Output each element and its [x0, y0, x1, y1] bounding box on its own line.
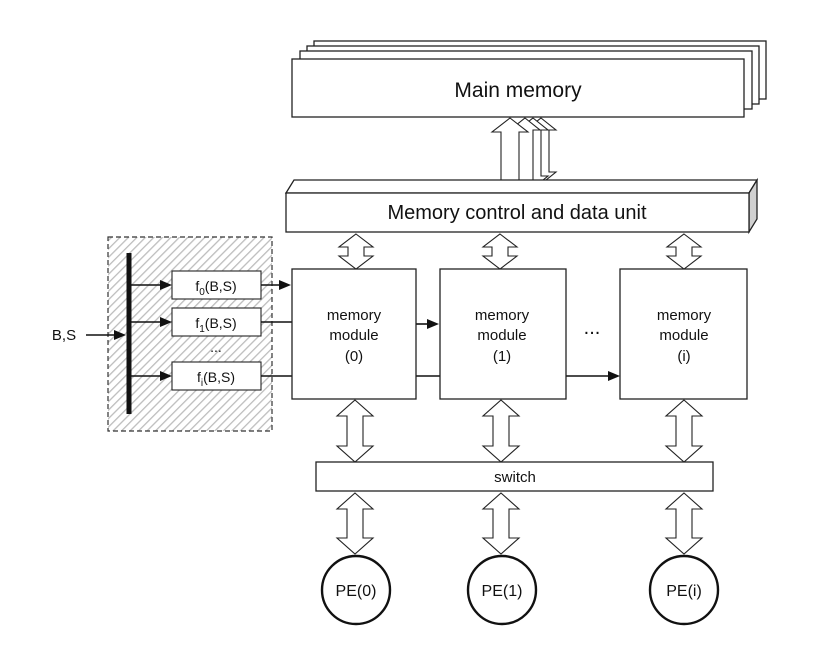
control-unit-top-face — [284, 179, 759, 194]
memory-module-i-line2: module — [659, 327, 708, 344]
function-label-i: fi(B,S) — [197, 369, 235, 389]
branch-arrowhead — [160, 371, 172, 381]
module-switch-arrows — [335, 399, 704, 463]
memory-modules: memory module (0) memory module (1) ... … — [291, 268, 748, 400]
switch-pe-arrows — [335, 492, 704, 555]
module-switch-arrow-0 — [335, 399, 375, 463]
switch-pe-arrow-0 — [335, 492, 375, 555]
main-memory-stack: Main memory — [291, 40, 767, 118]
memory-module-i — [619, 268, 748, 400]
input-label: B,S — [52, 327, 76, 344]
module-switch-arrow-i — [664, 399, 704, 463]
function-ellipsis: ... — [210, 339, 222, 355]
pe-1 — [466, 554, 538, 626]
pe-1-label: PE(1) — [482, 583, 523, 600]
memory-module-1-line3: (1) — [493, 348, 511, 365]
memory-module-0 — [291, 268, 417, 400]
branch-arrowhead — [160, 280, 172, 290]
switch-box — [315, 461, 714, 492]
module-ellipsis: ... — [584, 317, 601, 339]
f0-output-arrowhead — [279, 280, 291, 290]
control-module-arrows — [337, 233, 703, 270]
branch-arrowhead — [160, 317, 172, 327]
pe-0 — [320, 554, 392, 626]
function-label-0: f0(B,S) — [195, 278, 236, 298]
memory-module-1-line2: module — [477, 327, 526, 344]
memory-module-1 — [439, 268, 567, 400]
memory-module-0-line3: (0) — [345, 348, 363, 365]
main-memory-label: Main memory — [454, 79, 582, 102]
main-memory-box — [291, 58, 745, 118]
memory-module-0-line1: memory — [327, 307, 382, 324]
switch-pe-arrow-1 — [481, 492, 521, 555]
switch-label: switch — [494, 469, 536, 486]
switch: switch — [315, 461, 714, 492]
function-generator-region: B,S f0(B,S) f1(B,S) ... fi(B,S) — [52, 236, 273, 432]
memory-module-0-line2: module — [329, 327, 378, 344]
module-switch-arrow-1 — [481, 399, 521, 463]
control-module-arrow-i — [665, 233, 703, 270]
switch-pe-arrow-i — [664, 492, 704, 555]
function-box-1 — [171, 307, 262, 337]
function-label-1: f1(B,S) — [195, 315, 236, 335]
pe-i — [648, 554, 720, 626]
control-unit-label: Memory control and data unit — [387, 202, 646, 224]
memory-module-i-line1: memory — [657, 307, 712, 324]
function-output-wires — [261, 280, 620, 381]
input-arrowhead — [114, 330, 126, 340]
processing-elements: PE(0) PE(1) PE(i) — [320, 554, 720, 626]
pe-0-label: PE(0) — [336, 583, 377, 600]
f1-module1-arrowhead — [427, 319, 439, 329]
control-unit-box — [285, 192, 750, 233]
memory-module-i-line3: (i) — [677, 348, 690, 365]
function-box-i — [171, 361, 262, 391]
fi-module-i-arrowhead — [608, 371, 620, 381]
memory-module-1-line1: memory — [475, 307, 530, 324]
main-memory-bus-arrows — [490, 117, 558, 195]
pe-i-label: PE(i) — [666, 583, 702, 600]
function-box-0 — [171, 270, 262, 300]
memory-control-unit: Memory control and data unit — [284, 177, 759, 235]
control-module-arrow-1 — [481, 233, 519, 270]
control-module-arrow-0 — [337, 233, 375, 270]
